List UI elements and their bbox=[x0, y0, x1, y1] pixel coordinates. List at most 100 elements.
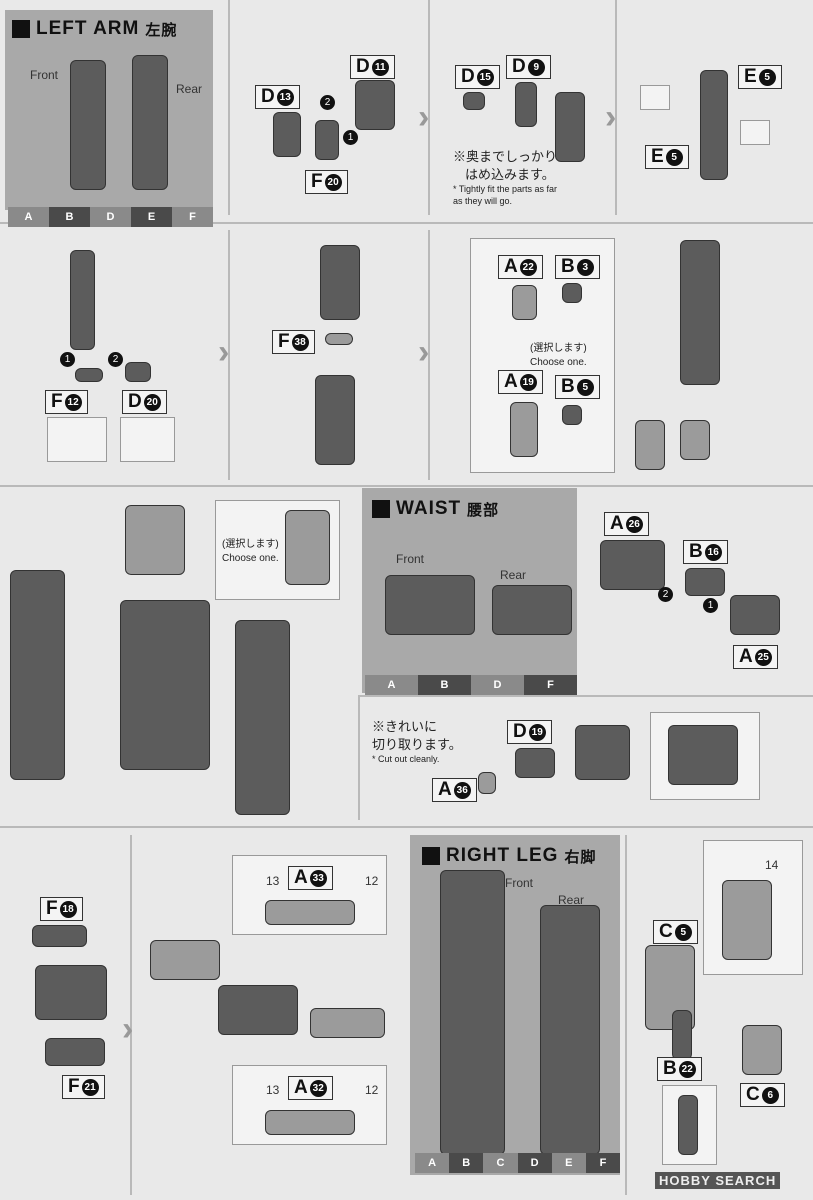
next-step-chevron: › bbox=[218, 333, 230, 371]
step-number: 2 bbox=[320, 95, 335, 110]
arm-illustration bbox=[680, 240, 720, 385]
hand-illustration bbox=[512, 285, 537, 320]
part-illustration bbox=[672, 1010, 692, 1060]
part-illustration bbox=[722, 880, 772, 960]
torso-illustration bbox=[120, 600, 210, 770]
detail-box bbox=[740, 120, 770, 145]
head-illustration bbox=[285, 510, 330, 585]
waist-front-illustration bbox=[385, 575, 475, 635]
divider bbox=[428, 230, 430, 480]
waist-illustration bbox=[218, 985, 298, 1035]
next-step-chevron: › bbox=[605, 98, 617, 136]
step-number: 2 bbox=[658, 587, 673, 602]
part-illustration bbox=[45, 1038, 105, 1066]
sticker-number: 12 bbox=[365, 1083, 379, 1097]
part-illustration bbox=[515, 748, 555, 778]
divider bbox=[130, 835, 132, 1195]
part-illustration bbox=[562, 405, 582, 425]
part-illustration bbox=[273, 112, 301, 157]
part-illustration bbox=[555, 92, 585, 162]
part-illustration bbox=[742, 1025, 782, 1075]
left-arm-illustration bbox=[235, 620, 290, 815]
divider bbox=[0, 222, 813, 224]
step-number: 1 bbox=[343, 130, 358, 145]
part-illustration bbox=[310, 1008, 385, 1038]
part-illustration bbox=[32, 925, 87, 947]
hand-illustration bbox=[635, 420, 665, 470]
part-illustration bbox=[320, 245, 360, 320]
part-illustration bbox=[265, 1110, 355, 1135]
divider bbox=[0, 485, 813, 487]
part-illustration bbox=[600, 540, 665, 590]
part-illustration bbox=[478, 772, 496, 794]
rear-label: Rear bbox=[176, 82, 203, 96]
part-illustration bbox=[678, 1095, 698, 1155]
hand-illustration bbox=[680, 420, 710, 460]
sticker-number: 13 bbox=[266, 874, 280, 888]
front-label: Front bbox=[505, 876, 534, 890]
step-number: 2 bbox=[108, 352, 123, 367]
part-illustration bbox=[315, 375, 355, 465]
next-step-chevron: › bbox=[418, 333, 430, 371]
front-label: Front bbox=[396, 552, 425, 566]
divider bbox=[428, 0, 430, 215]
part-illustration bbox=[265, 900, 355, 925]
part-illustration bbox=[668, 725, 738, 785]
sticker-number: 12 bbox=[365, 874, 379, 888]
sticker-number: 13 bbox=[266, 1083, 280, 1097]
cut-note: ※きれいに切り取ります。* Cut out cleanly. bbox=[372, 719, 462, 765]
part-illustration bbox=[515, 82, 537, 127]
head-illustration bbox=[125, 505, 185, 575]
arm-front-illustration bbox=[70, 60, 106, 190]
choose-one-note: (選択します)Choose one. bbox=[530, 343, 587, 368]
waist-rear-illustration bbox=[492, 585, 572, 635]
part-illustration bbox=[355, 80, 395, 130]
part-illustration bbox=[325, 333, 353, 345]
detail-box bbox=[640, 85, 670, 110]
choose-one-note: (選択します)Choose one. bbox=[222, 539, 279, 564]
divider bbox=[358, 695, 813, 697]
left-arm-panel bbox=[5, 10, 213, 210]
arm-illustration bbox=[70, 250, 95, 350]
waist-illustration bbox=[35, 965, 107, 1020]
part-illustration bbox=[150, 940, 220, 980]
divider bbox=[358, 695, 360, 820]
leg-rear-illustration bbox=[540, 905, 600, 1155]
fit-note: ※奥までしっかりはめ込みます。* Tightly fit the parts a… bbox=[453, 149, 558, 207]
step-number: 1 bbox=[703, 598, 718, 613]
arm-rear-illustration bbox=[132, 55, 168, 190]
next-step-chevron: › bbox=[122, 1010, 134, 1048]
part-illustration bbox=[575, 725, 630, 780]
part-illustration bbox=[730, 595, 780, 635]
detail-box bbox=[47, 417, 107, 462]
